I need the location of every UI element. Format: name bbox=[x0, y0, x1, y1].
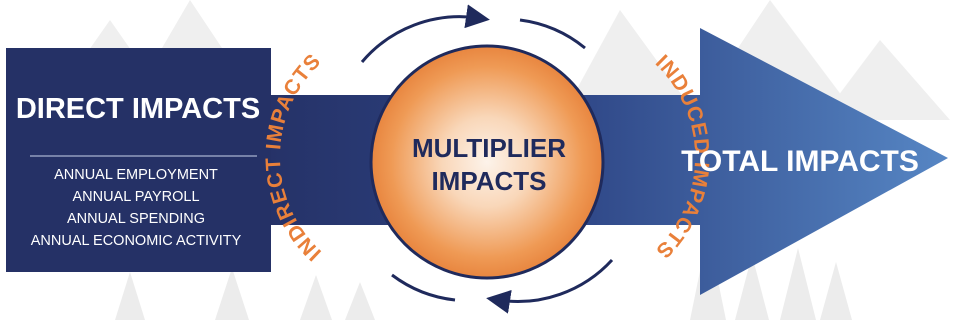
total-impacts-label: TOTAL IMPACTS bbox=[681, 145, 919, 178]
direct-item: ANNUAL EMPLOYMENT bbox=[54, 167, 218, 183]
direct-impacts-title: DIRECT IMPACTS bbox=[16, 93, 260, 125]
multiplier-label-line2: IMPACTS bbox=[431, 166, 546, 196]
background-trees bbox=[115, 232, 852, 320]
multiplier-circle bbox=[369, 44, 605, 280]
direct-item: ANNUAL ECONOMIC ACTIVITY bbox=[31, 233, 242, 249]
direct-impacts-box bbox=[6, 48, 271, 272]
multiplier-label-line1: MULTIPLIER bbox=[412, 133, 566, 163]
top-cycle-arrow bbox=[360, 4, 490, 63]
bottom-cycle-arrow bbox=[486, 258, 614, 314]
direct-item: ANNUAL PAYROLL bbox=[72, 189, 199, 205]
right-cycle-arc bbox=[519, 18, 586, 50]
direct-item: ANNUAL SPENDING bbox=[67, 211, 205, 227]
left-cycle-arc bbox=[391, 273, 456, 302]
